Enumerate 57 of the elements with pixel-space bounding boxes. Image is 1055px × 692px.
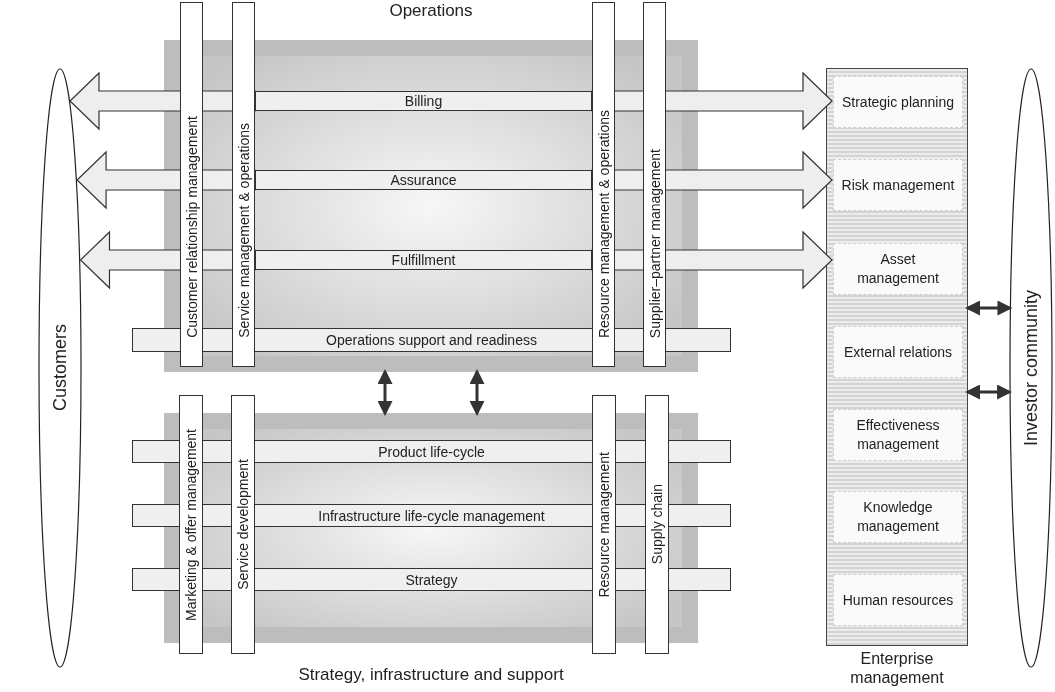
vertical-bar: [179, 395, 203, 654]
double-arrow: [469, 369, 485, 416]
function-box: [833, 76, 963, 128]
block-arrow: [69, 71, 256, 131]
function-box: [833, 326, 963, 378]
process-band: [255, 250, 592, 270]
bar-label: Marketing & offer management: [184, 428, 198, 621]
stakeholder-ellipse: [1009, 68, 1053, 668]
block-arrow: [591, 71, 833, 131]
panel-heading: Operations: [389, 0, 473, 22]
band-label: Fulfillment: [391, 253, 456, 267]
band-label: Operations support and readiness: [326, 333, 537, 347]
band-label: Infrastructure life-cycle management: [318, 508, 545, 523]
bar-label: Supplier–partner management: [647, 148, 662, 338]
band-label: Billing: [404, 94, 443, 108]
block-arrow: [76, 150, 256, 210]
function-box: [833, 574, 963, 626]
function-box: [833, 409, 963, 461]
block-arrow: [79, 230, 256, 290]
band-label: Strategy: [405, 572, 458, 587]
vertical-bar: [180, 2, 203, 367]
stakeholder-label: Customers: [51, 324, 69, 412]
bar-label: Supply chain: [650, 484, 664, 565]
double-arrow: [377, 369, 393, 416]
vertical-bar: [231, 395, 255, 654]
block-arrow: [591, 230, 833, 290]
double-arrow: [965, 384, 1013, 400]
function-label: Strategic planning: [841, 92, 955, 112]
column-heading: Enterprise management: [849, 649, 945, 687]
process-band: [255, 170, 592, 190]
function-label: Risk management: [841, 175, 955, 195]
vertical-bar: [232, 2, 255, 367]
band-label: Product life-cycle: [378, 444, 485, 459]
double-arrow: [965, 300, 1013, 316]
bar-label: Resource management: [597, 451, 611, 598]
bar-label: Service development: [236, 459, 250, 590]
vertical-bar: [645, 395, 669, 654]
bar-label: Customer relationship management: [184, 116, 199, 338]
stakeholder-ellipse: [38, 68, 82, 668]
function-box: [833, 243, 963, 295]
function-box: [833, 491, 963, 543]
bar-label: Resource management & operations: [596, 109, 611, 338]
function-box: [833, 159, 963, 211]
stakeholder-label: Investor community: [1022, 289, 1040, 447]
function-label: Human resources: [842, 590, 954, 610]
vertical-bar: [592, 2, 615, 367]
bar-label: Service management & operations: [236, 123, 251, 338]
function-label: Knowledge management: [856, 498, 940, 536]
block-arrow: [591, 150, 833, 210]
function-label: External relations: [843, 342, 953, 362]
band-label: Assurance: [390, 173, 457, 187]
function-label: Asset management: [856, 250, 940, 288]
process-band: [255, 91, 592, 111]
vertical-bar: [643, 2, 666, 367]
function-label: Effectiveness management: [855, 416, 941, 454]
panel-heading: Strategy, infrastructure and support: [298, 663, 564, 686]
vertical-bar: [592, 395, 616, 654]
